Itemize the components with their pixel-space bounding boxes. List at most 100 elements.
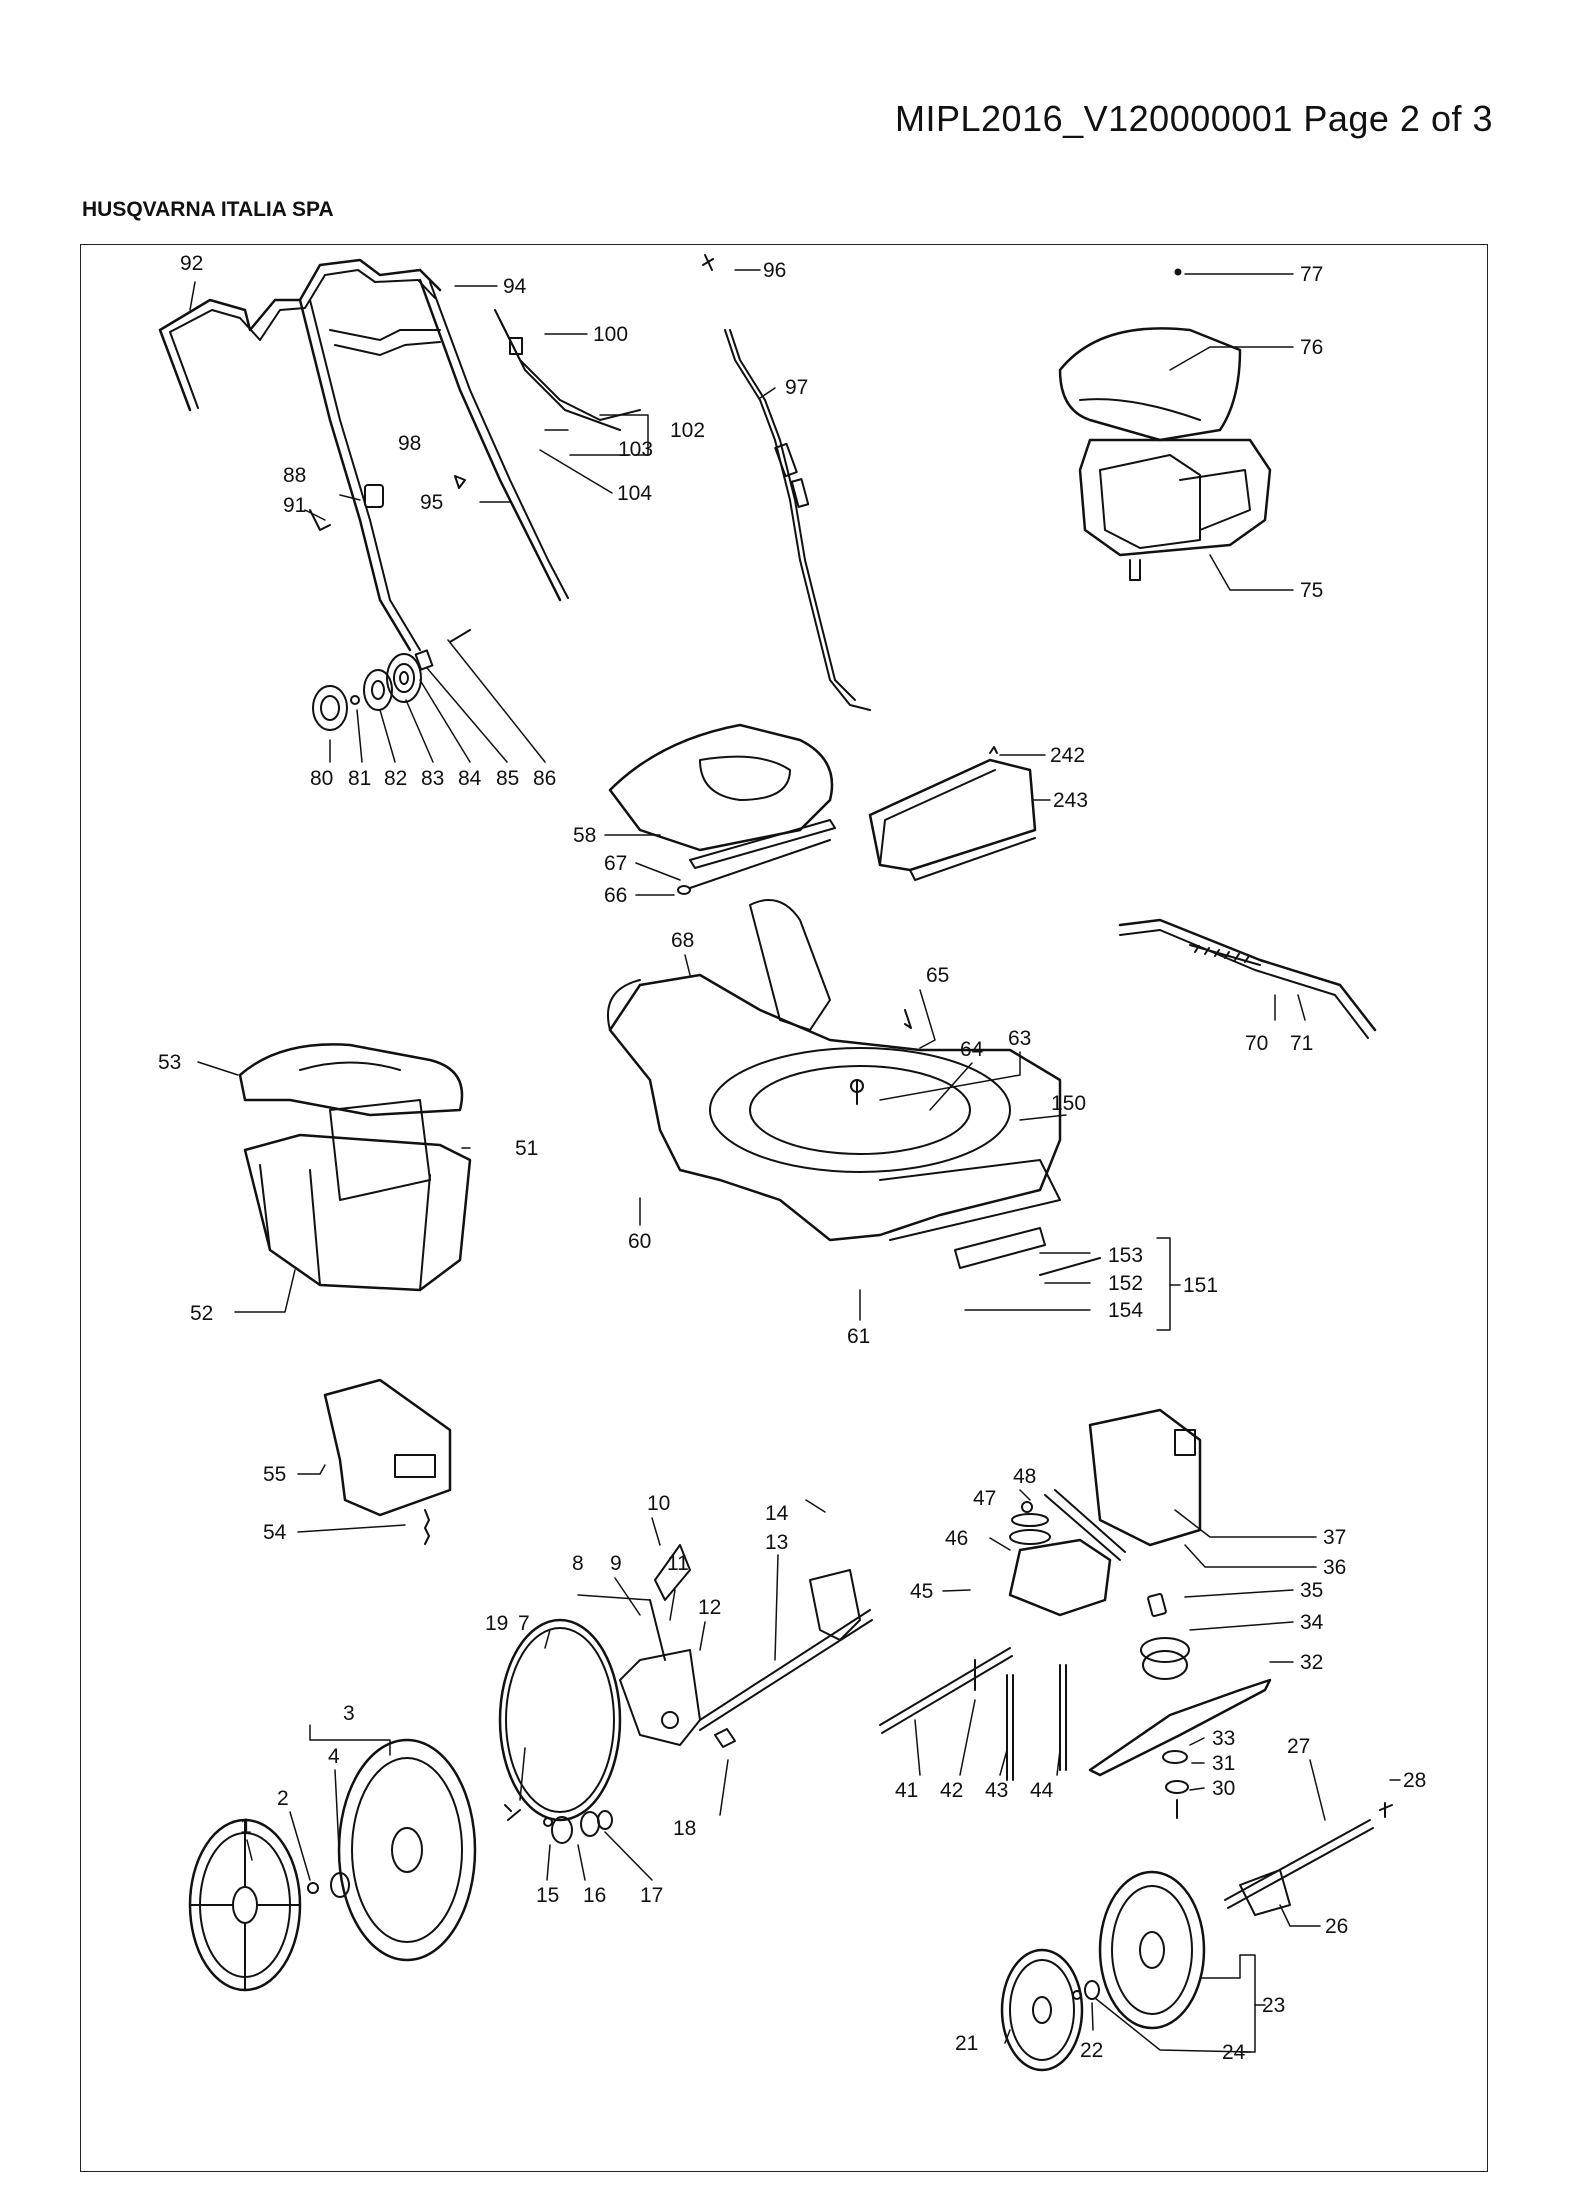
callout-28: 28 xyxy=(1403,1769,1426,1792)
callout-83: 83 xyxy=(421,767,444,790)
callout-42: 42 xyxy=(940,1779,963,1802)
mower-deck-drawing xyxy=(607,899,1101,1276)
callout-81: 81 xyxy=(348,767,371,790)
callout-104: 104 xyxy=(617,482,652,505)
callout-103: 103 xyxy=(618,438,653,461)
callout-17: 17 xyxy=(640,1884,663,1907)
callout-11: 11 xyxy=(667,1552,689,1575)
callout-4: 4 xyxy=(328,1745,340,1768)
callout-91: 91 xyxy=(283,494,306,517)
rear-flap-drawing xyxy=(868,746,1037,881)
callout-102: 102 xyxy=(670,419,705,442)
company-name: HUSQVARNA ITALIA SPA xyxy=(82,198,334,221)
callout-41: 41 xyxy=(895,1779,918,1802)
engine-drawing xyxy=(1058,268,1272,581)
callout-84: 84 xyxy=(458,767,482,790)
callout-27: 27 xyxy=(1287,1735,1310,1758)
callout-88: 88 xyxy=(283,464,306,487)
callout-61: 61 xyxy=(847,1325,870,1348)
callout-60: 60 xyxy=(628,1230,651,1253)
callout-48: 48 xyxy=(1013,1465,1036,1488)
callout-96: 96 xyxy=(763,259,786,282)
callout-26: 26 xyxy=(1325,1915,1348,1938)
callout-45: 45 xyxy=(910,1580,933,1603)
callout-150: 150 xyxy=(1051,1092,1086,1115)
callout-9: 9 xyxy=(610,1552,622,1575)
callout-24: 24 xyxy=(1222,2041,1246,2064)
callout-8: 8 xyxy=(572,1552,584,1575)
callout-2: 2 xyxy=(277,1787,289,1810)
callout-98: 98 xyxy=(398,432,421,455)
callout-67: 67 xyxy=(604,852,627,875)
callout-151: 151 xyxy=(1183,1274,1218,1297)
callout-85: 85 xyxy=(496,767,519,790)
front-axle-wheel-drawing xyxy=(1000,1802,1393,2072)
callout-65: 65 xyxy=(926,964,949,987)
callout-64: 64 xyxy=(960,1038,984,1061)
callout-54: 54 xyxy=(263,1521,287,1544)
callout-44: 44 xyxy=(1030,1779,1054,1802)
callout-36: 36 xyxy=(1323,1556,1346,1579)
callout-100: 100 xyxy=(593,323,628,346)
callout-58: 58 xyxy=(573,824,596,847)
callout-1: 1 xyxy=(240,1815,252,1838)
callout-46: 46 xyxy=(945,1527,968,1550)
callout-23: 23 xyxy=(1262,1994,1285,2017)
callout-12: 12 xyxy=(698,1596,721,1619)
callout-35: 35 xyxy=(1300,1579,1323,1602)
callout-47: 47 xyxy=(973,1487,996,1510)
callout-3: 3 xyxy=(343,1702,355,1725)
callout-152: 152 xyxy=(1108,1272,1143,1295)
callout-19: 19 xyxy=(485,1612,508,1635)
callout-70: 70 xyxy=(1245,1032,1268,1055)
callout-95: 95 xyxy=(420,491,443,514)
height-lever-drawing xyxy=(1118,918,1377,1039)
callout-153: 153 xyxy=(1108,1244,1143,1267)
callout-7: 7 xyxy=(518,1612,530,1635)
callout-15: 15 xyxy=(536,1884,559,1907)
callout-66: 66 xyxy=(604,884,627,907)
handle-assembly-drawing xyxy=(158,258,641,652)
diagram-frame xyxy=(80,244,1488,2172)
callout-37: 37 xyxy=(1323,1526,1346,1549)
callout-68: 68 xyxy=(671,929,694,952)
deflector-drawing xyxy=(323,1378,452,1545)
callout-63: 63 xyxy=(1008,1027,1031,1050)
cable-drawing xyxy=(702,254,871,711)
callout-243: 243 xyxy=(1053,789,1088,812)
callout-55: 55 xyxy=(263,1463,286,1486)
callout-32: 32 xyxy=(1300,1651,1323,1674)
callout-76: 76 xyxy=(1300,336,1323,359)
document-title: MIPL2016_V120000001 Page 2 of 3 xyxy=(895,98,1493,139)
callout-34: 34 xyxy=(1300,1611,1324,1634)
wheel-hub-parts-drawing xyxy=(312,629,471,731)
callout-10: 10 xyxy=(647,1492,670,1515)
callout-82: 82 xyxy=(384,767,407,790)
callout-43: 43 xyxy=(985,1779,1008,1802)
callout-18: 18 xyxy=(673,1817,696,1840)
callout-21: 21 xyxy=(955,2032,978,2055)
deck-cover-drawing xyxy=(608,723,836,895)
callout-75: 75 xyxy=(1300,579,1323,602)
callout-14: 14 xyxy=(765,1502,789,1525)
callout-77: 77 xyxy=(1300,263,1323,286)
callout-80: 80 xyxy=(310,767,333,790)
callout-16: 16 xyxy=(583,1884,606,1907)
grass-bag-drawing xyxy=(238,1043,472,1292)
drive-wheel-gear-drawing xyxy=(498,1544,873,1844)
callout-31: 31 xyxy=(1212,1752,1235,1775)
callout-53: 53 xyxy=(158,1051,181,1074)
callout-97: 97 xyxy=(785,376,808,399)
callout-242: 242 xyxy=(1050,744,1085,767)
callout-33: 33 xyxy=(1212,1727,1235,1750)
callout-labels: 92 94 96 77 100 97 76 102 103 98 104 88 … xyxy=(158,252,1426,2064)
callout-22: 22 xyxy=(1080,2039,1103,2062)
callout-13: 13 xyxy=(765,1531,788,1554)
callout-51: 51 xyxy=(515,1137,538,1160)
callout-71: 71 xyxy=(1290,1032,1313,1055)
callout-30: 30 xyxy=(1212,1777,1235,1800)
callout-52: 52 xyxy=(190,1302,213,1325)
rear-wheel-drawing xyxy=(188,1738,477,1992)
callout-86: 86 xyxy=(533,767,556,790)
